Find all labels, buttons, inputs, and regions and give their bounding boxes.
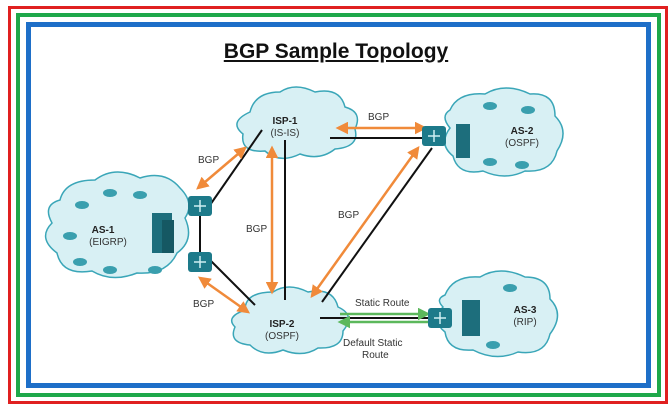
link-label-isp1-isp2: BGP <box>246 224 267 235</box>
building-as1 <box>152 213 174 253</box>
link-label-as1-isp1: BGP <box>198 155 219 166</box>
cloud-isp2 <box>230 286 350 355</box>
as3-name: AS-3 <box>514 305 537 316</box>
as3-internal-routers <box>486 284 517 349</box>
router-as2 <box>422 126 446 146</box>
building-as3 <box>462 300 480 336</box>
as1-protocol: (EIGRP) <box>89 237 127 248</box>
building-as2 <box>456 124 470 158</box>
isp2-name: ISP-2 <box>269 319 294 330</box>
router-as1-top <box>188 196 212 216</box>
inner-blue-border <box>26 22 651 388</box>
link-label-isp2-as2: BGP <box>338 210 359 221</box>
router-as3 <box>428 308 452 328</box>
link-label-static-route: Static Route <box>355 298 410 309</box>
as3-protocol: (RIP) <box>513 317 536 328</box>
isp2-protocol: (OSPF) <box>265 331 299 342</box>
isp1-protocol: (IS-IS) <box>271 128 300 139</box>
link-label-default-static-2: Route <box>362 350 389 361</box>
diagram-title: BGP Sample Topology <box>223 40 449 63</box>
router-as1-bottom <box>188 252 212 272</box>
as2-protocol: (OSPF) <box>505 138 539 149</box>
isp1-name: ISP-1 <box>272 116 297 127</box>
as2-name: AS-2 <box>511 126 534 137</box>
link-label-as1-isp2: BGP <box>193 299 214 310</box>
link-label-default-static-1: Default Static <box>343 338 402 349</box>
link-label-isp1-as2: BGP <box>368 112 389 123</box>
as1-internal-routers <box>63 189 162 274</box>
as2-internal-routers <box>483 102 535 169</box>
middle-green-border <box>16 13 661 397</box>
cloud-isp1 <box>236 86 359 160</box>
outer-red-border <box>8 6 668 404</box>
as1-name: AS-1 <box>92 225 115 236</box>
